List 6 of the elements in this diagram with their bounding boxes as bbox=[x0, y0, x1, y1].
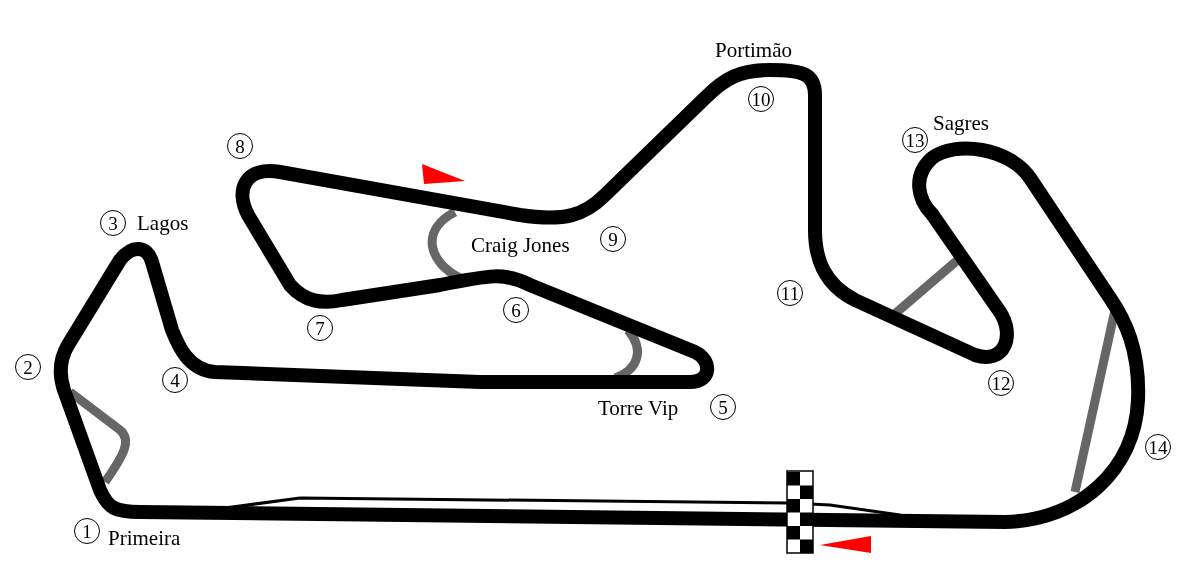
corner-name: Portimão bbox=[715, 40, 792, 61]
corner-name: Craig Jones bbox=[471, 235, 570, 256]
corner-name: Lagos bbox=[137, 213, 189, 234]
corner-name: Torre Vip bbox=[598, 398, 679, 419]
corner-name: Primeira bbox=[108, 528, 181, 549]
corner-name: Sagres bbox=[933, 113, 989, 134]
